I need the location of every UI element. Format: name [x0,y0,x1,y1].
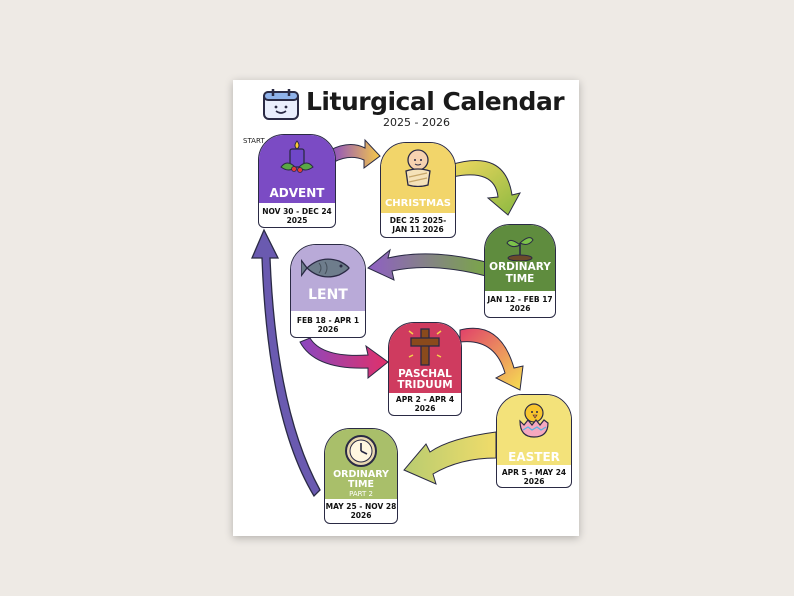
clock-icon [345,435,377,467]
sprout-icon [506,237,534,261]
season-dates: FEB 18 - APR 1 [296,316,360,325]
season-label-line3: PART 2 [349,490,373,498]
season-dates: DEC 25 2025- [389,216,447,225]
season-card-christmas: CHRISTMAS DEC 25 2025- JAN 11 2026 [380,142,456,238]
arrow-easter-ordinary2 [403,431,497,485]
season-label-line2: TIME [505,273,535,285]
season-year: 2026 [317,325,339,334]
season-card-advent: ADVENT NOV 30 - DEC 24 2025 [258,134,336,228]
candle-icon [280,140,314,173]
arrow-ordinary-lent [367,248,487,281]
baby-icon [405,149,431,187]
season-label: LENT [308,287,348,303]
season-year: 2025 [286,216,308,225]
calendar-icon [263,89,299,120]
start-label: START [243,137,265,145]
season-dates: JAN 12 - FEB 17 [487,295,553,304]
season-year: 2026 [414,404,436,413]
season-card-easter: EASTER APR 5 - MAY 24 2026 [496,394,572,488]
chick-icon [519,403,549,438]
season-label: ORDINARY [333,469,389,480]
season-card-paschal-triduum: PASCHAL TRIDUUM APR 2 - APR 4 2026 [388,322,462,416]
season-label-line2: TIME [348,479,374,490]
season-card-ordinary-time-part2: ORDINARY TIME PART 2 MAY 25 - NOV 28 202… [324,428,398,524]
season-label: PASCHAL [398,368,452,380]
fish-icon [301,258,350,278]
season-label: EASTER [508,450,560,464]
season-label: CHRISTMAS [384,198,452,209]
season-label-line2: TRIDUUM [397,379,453,391]
season-label: ADVENT [269,186,325,200]
page-subtitle: 2025 - 2026 [383,116,450,129]
season-year: 2026 [523,477,545,486]
season-year: JAN 11 2026 [392,225,444,234]
page-title: Liturgical Calendar [306,87,565,116]
arrow-advent-christmas [329,138,381,169]
season-year: 2026 [509,304,531,313]
arrow-christmas-ordinary [449,160,521,216]
cross-icon [408,328,442,366]
season-year: 2026 [350,511,372,520]
arrow-lent-triduum [299,337,389,380]
arrow-triduum-easter [459,327,524,391]
season-label: ORDINARY [489,261,551,273]
season-dates: MAY 25 - NOV 28 [325,502,397,511]
season-card-lent: LENT FEB 18 - APR 1 2026 [290,244,366,338]
arrow-return-start [251,228,321,498]
season-dates: NOV 30 - DEC 24 [262,207,332,216]
season-dates: APR 2 - APR 4 [395,395,455,404]
season-dates: APR 5 - MAY 24 [501,468,567,477]
season-card-ordinary-time: ORDINARY TIME JAN 12 - FEB 17 2026 [484,224,556,318]
